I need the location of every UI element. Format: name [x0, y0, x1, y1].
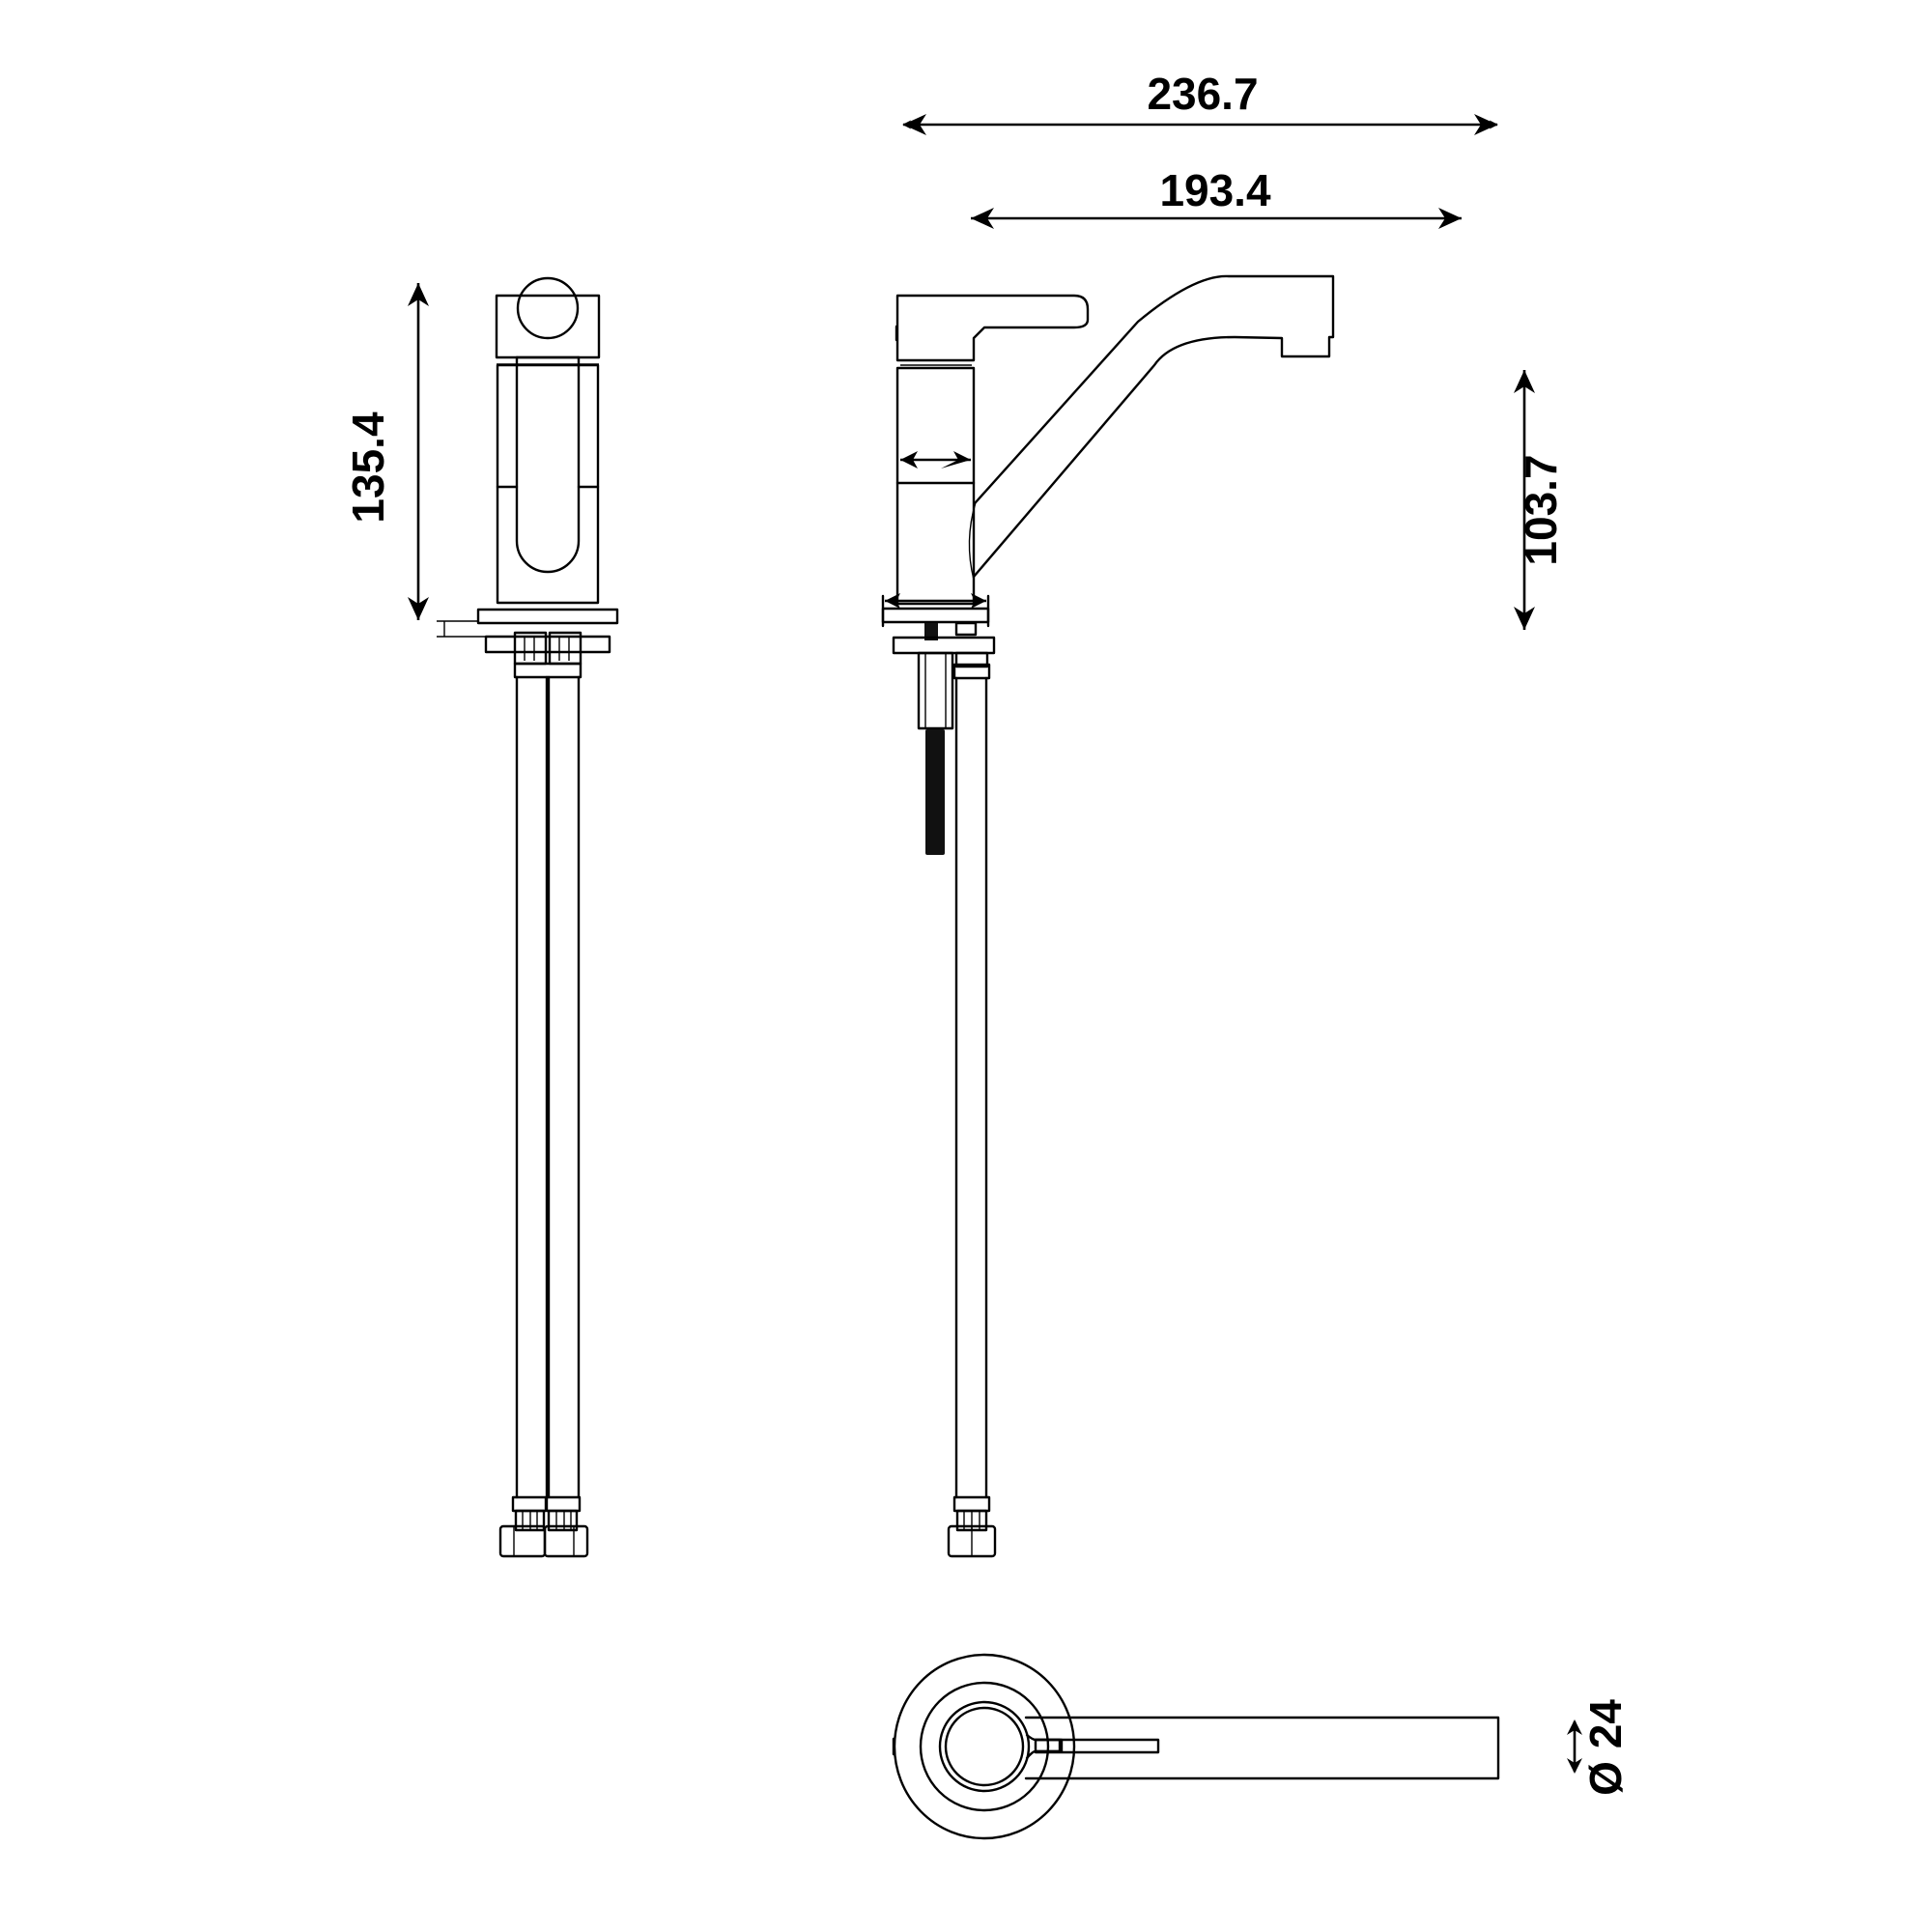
dimension-label-135-4: 135.4 — [343, 412, 393, 524]
top-base-ring-middle — [919, 1681, 1050, 1812]
side-washer — [892, 636, 996, 655]
dimension-overall-height: 135.4 — [343, 283, 429, 620]
dimension-label-103-7: 103.7 — [1516, 454, 1566, 565]
dimension-label-193-4: 193.4 — [1159, 165, 1271, 215]
front-hose-fittings-top — [513, 631, 582, 679]
top-lever — [1034, 1738, 1160, 1754]
side-spout — [972, 274, 1335, 579]
side-view — [881, 274, 1335, 1558]
side-lever-handle — [895, 294, 1090, 362]
top-cartridge — [944, 1706, 1025, 1787]
dimension-spout-height: 103.7 — [1514, 370, 1566, 630]
side-hose-fitting-bottom — [947, 1495, 997, 1558]
top-lever-slot — [1025, 1733, 1062, 1760]
front-spout — [515, 355, 581, 574]
front-hose-fittings-bottom — [498, 1495, 589, 1558]
side-body — [895, 366, 976, 606]
side-threaded-rod — [925, 729, 945, 855]
dimension-label-diameter-24: Ø 24 — [1580, 1699, 1631, 1796]
top-view — [892, 1653, 1500, 1840]
front-washer — [484, 635, 611, 654]
side-base-plate — [881, 607, 990, 624]
front-head-block — [495, 294, 601, 359]
top-body-ring — [938, 1700, 1031, 1793]
dimension-spout-reach: 193.4 — [971, 165, 1462, 229]
front-base-plate — [476, 608, 619, 625]
dimension-spout-diameter: Ø 24 — [1567, 1699, 1631, 1796]
front-view — [437, 276, 619, 1558]
front-body — [496, 363, 600, 605]
dimension-overall-reach: 236.7 — [902, 69, 1498, 135]
front-hoses — [515, 675, 581, 1499]
dimension-label-236-7: 236.7 — [1147, 69, 1258, 119]
side-mounting-nut — [917, 651, 954, 730]
front-lever-knob — [516, 276, 580, 340]
